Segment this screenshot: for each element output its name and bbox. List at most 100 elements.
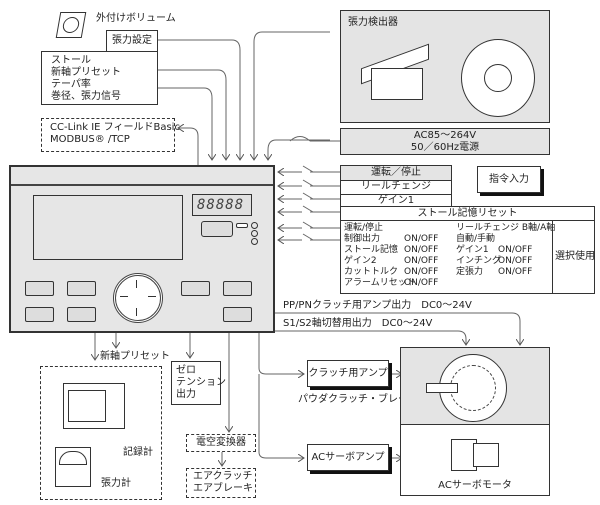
powder-clutch-label: パウダクラッチ・ブレーキ: [298, 394, 418, 405]
selectable-item-value: ON/OFF: [404, 256, 439, 266]
selectable-item-value: ON/OFF: [404, 267, 439, 277]
servo-amp-box: ACサーボアンプ: [307, 444, 389, 471]
network-line1: CC-Link IE フィールドBasic: [50, 122, 180, 133]
air-brake-label: エアブレーキ: [193, 483, 253, 494]
cmd-reel-change: リールチェンジ: [341, 180, 451, 195]
cmd-gain1: ゲイン1: [377, 195, 415, 206]
powder-clutch-box: [400, 347, 550, 425]
selectable-item-name: ゲイン1: [456, 245, 489, 255]
selectable-item-name: 制御出力: [344, 234, 381, 244]
selectable-item-name: 自動/手動: [456, 234, 496, 244]
key-1[interactable]: [25, 281, 54, 296]
recorder-label: 記録計: [123, 447, 153, 458]
servo-motor-label: ACサーボモータ: [438, 480, 512, 491]
analog-inputs-box: ストール 新軸プリセット テーパ率 巻径、張力信号: [41, 51, 158, 105]
power-supply-box: AC85～264V 50／60Hz電源: [340, 128, 550, 155]
display-mode-button[interactable]: [201, 221, 233, 237]
selectable-item-name: ゲイン2: [344, 256, 377, 266]
selectable-item-name: インチング: [456, 256, 502, 266]
key-7[interactable]: [223, 307, 252, 322]
selectable-item: リールチェンジ B軸/A軸: [456, 223, 555, 234]
external-volume-icon: [55, 12, 87, 38]
selectable-item-value: ON/OFF: [498, 256, 533, 266]
zero-tension-line1: ゼロ: [176, 365, 196, 376]
selectable-item-name: アラームリセット: [344, 278, 416, 288]
stall-reset-label: ストール記憶リセット: [417, 208, 518, 219]
indicator-led: [236, 223, 248, 228]
selectable-label: 選択使用: [555, 251, 595, 262]
digit-readout: 88888: [197, 197, 245, 213]
input-diameter-tension: 巻径、張力信号: [51, 91, 121, 102]
status-leds: [251, 222, 258, 245]
command-input-label-box: 指令入力: [477, 166, 541, 193]
air-clutch-brake-box: エアクラッチ エアブレーキ: [186, 468, 256, 498]
command-input-label: 指令入力: [489, 174, 529, 185]
s1-s2-output-label: S1/S2軸切替用出力 DC0～24V: [283, 318, 433, 329]
servo-amp-label: ACサーボアンプ: [311, 452, 385, 463]
selectable-item-name: 運転/停止: [344, 223, 384, 233]
cmd-run-stop: 運転／停止: [341, 166, 451, 181]
input-stall: ストール: [51, 55, 91, 66]
ep-converter-box: 電空変換器: [186, 434, 256, 452]
clutch-amp-box: クラッチ用アンプ: [307, 360, 389, 387]
ring-sensor-icon: [461, 39, 535, 117]
new-axis-preset-label: 新軸プリセット: [100, 351, 170, 362]
selectable-item: カットトルク ON/OFF: [344, 267, 438, 278]
selectable-item-value: ON/OFF: [404, 278, 439, 288]
selectable-item: 制御出力 ON/OFF: [344, 234, 438, 245]
selectable-item-name: カットトルク: [344, 267, 399, 277]
selectable-item-value: ON/OFF: [404, 245, 439, 255]
recorder-group: 記録計 張力計: [40, 366, 162, 500]
network-line2: MODBUS® /TCP: [50, 134, 130, 145]
jog-dial[interactable]: [113, 273, 163, 323]
selectable-item-name: 定張力: [456, 267, 484, 277]
input-taper-rate: テーパ率: [51, 79, 91, 90]
selectable-item-name: ストール記憶: [344, 245, 399, 255]
key-4[interactable]: [67, 307, 96, 322]
command-input-rows: 運転／停止 リールチェンジ ゲイン1: [340, 165, 452, 207]
selectable-item: 自動/手動: [456, 234, 555, 245]
ep-converter-label: 電空変換器: [196, 437, 246, 448]
key-5[interactable]: [181, 281, 210, 296]
pp-pn-output-label: PP/PNクラッチ用アンプ出力 DC0～24V: [283, 300, 472, 311]
stall-reset-row: ストール記憶リセット: [340, 206, 595, 221]
external-volume-label: 外付けボリューム: [96, 13, 176, 24]
selectable-item-value: ON/OFF: [498, 267, 533, 277]
powder-clutch-icon: [426, 354, 507, 422]
zero-tension-box: ゼロ テンション 出力: [171, 361, 226, 405]
tension-meter-label: 張力計: [101, 478, 131, 489]
tension-sensor-title: 張力検出器: [348, 17, 398, 28]
air-clutch-label: エアクラッチ: [193, 471, 253, 482]
tension-setting-label: 張力設定: [112, 35, 152, 46]
selectable-item-value: ON/OFF: [404, 234, 439, 244]
selectable-item-value: ON/OFF: [498, 245, 533, 255]
key-2[interactable]: [67, 281, 96, 296]
servo-motor-box: ACサーボモータ: [400, 424, 550, 496]
zero-tension-line2: テンション: [176, 377, 226, 388]
key-3[interactable]: [25, 307, 54, 322]
power-line1: AC85～264V: [413, 130, 477, 141]
digit-display: 88888: [192, 194, 252, 216]
zero-tension-line3: 出力: [176, 389, 196, 400]
recorder-icon: [63, 383, 125, 429]
servo-motor-icon: [451, 433, 499, 473]
clutch-amp-label: クラッチ用アンプ: [308, 368, 388, 379]
tension-sensor-box: 張力検出器: [340, 10, 550, 123]
key-6[interactable]: [223, 281, 252, 296]
lcd-screen: [33, 195, 183, 260]
load-cell-icon: [361, 43, 431, 106]
selectable-item: 運転/停止: [344, 223, 416, 234]
power-line2: 50／60Hz電源: [410, 142, 480, 153]
input-new-axis-preset: 新軸プリセット: [51, 67, 121, 78]
selectable-item: ゲイン1 ON/OFF: [456, 245, 555, 256]
network-box: CC-Link IE フィールドBasic MODBUS® /TCP: [41, 118, 180, 152]
tension-setting-box: 張力設定: [106, 30, 158, 52]
selectable-item-name: リールチェンジ B軸/A軸: [456, 223, 556, 233]
selectable-item: ストール記憶 ON/OFF: [344, 245, 438, 256]
tension-meter-icon: [55, 447, 91, 487]
selectable-item: 定張力 ON/OFF: [456, 267, 555, 278]
